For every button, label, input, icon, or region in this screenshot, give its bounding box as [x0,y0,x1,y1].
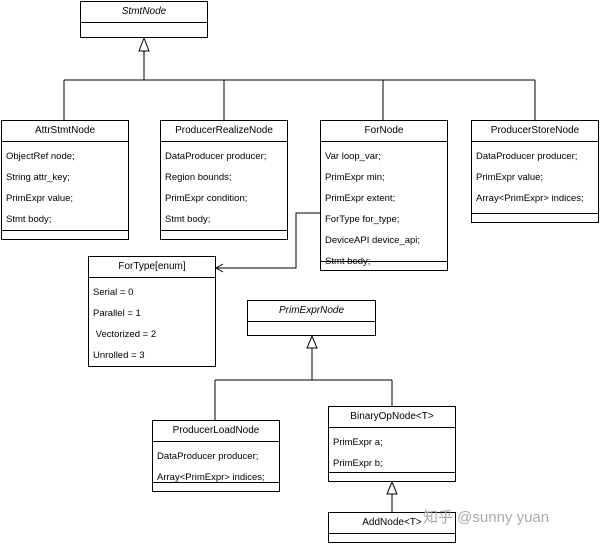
class-attribute: DataProducer producer; [165,151,267,162]
class-prim-expr-node: PrimExprNode [247,300,376,336]
class-attr-stmt-node: AttrStmtNode ObjectRef node; String attr… [1,120,129,240]
class-attribute: Region bounds; [165,172,232,183]
class-attribute: DataProducer producer; [476,151,578,162]
class-attribute: PrimExpr value; [6,193,74,204]
class-title: ProducerLoadNode [153,421,279,442]
class-attribute: PrimExpr a; [333,437,383,448]
class-title: StmtNode [81,2,207,23]
inheritance-arrowhead-prim [306,334,318,349]
class-stmt-node: StmtNode [80,1,208,38]
class-title: ProducerRealizeNode [161,121,287,142]
class-title: BinaryOpNode<T> [329,407,455,428]
class-producer-store-node: ProducerStoreNode DataProducer producer;… [471,120,599,223]
methods-separator [153,482,279,483]
class-attribute: PrimExpr min; [325,172,385,183]
inheritance-arrowhead-stmt [138,36,150,52]
association-for-type [216,212,320,269]
class-attribute: DataProducer producer; [157,451,259,462]
class-attribute: Stmt body; [165,214,211,225]
methods-separator [329,472,455,473]
class-add-node: AddNode<T> [328,512,456,543]
class-attribute: ForType for_type; [325,214,400,225]
enum-value: Parallel = 1 [93,308,141,319]
class-producer-load-node: ProducerLoadNode DataProducer producer; … [152,420,280,492]
class-attribute: DeviceAPI device_api; [325,235,421,246]
class-attribute: Stmt body; [6,214,52,225]
class-title: ForType[enum] [89,257,215,278]
inheritance-arrowhead-binary [386,480,398,495]
methods-separator [472,213,598,214]
enum-value: Vectorized = 2 [93,329,157,340]
class-attribute: String attr_key; [6,172,70,183]
class-title: ForNode [321,121,447,142]
class-attribute: Array<PrimExpr> indices; [476,193,584,204]
class-title: ProducerStoreNode [472,121,598,142]
class-title: PrimExprNode [248,301,375,322]
methods-separator [161,230,287,231]
enum-value: Serial = 0 [93,287,134,298]
class-producer-realize-node: ProducerRealizeNode DataProducer produce… [160,120,288,240]
class-attribute: PrimExpr value; [476,172,544,183]
class-for-type-enum: ForType[enum] Serial = 0 Parallel = 1 Ve… [88,256,216,367]
class-attribute: PrimExpr b; [333,458,383,469]
class-title: AttrStmtNode [2,121,128,142]
association-arrowhead [214,263,224,273]
class-attribute: ObjectRef node; [6,151,75,162]
class-title: AddNode<T> [329,513,455,534]
class-binary-op-node: BinaryOpNode<T> PrimExpr a; PrimExpr b; [328,406,456,482]
class-attribute: PrimExpr condition; [165,193,248,204]
methods-separator [2,230,128,231]
class-attribute: PrimExpr extent; [325,193,396,204]
methods-separator [321,261,447,262]
class-attribute: Array<PrimExpr> indices; [157,472,265,483]
class-for-node: ForNode Var loop_var; PrimExpr min; Prim… [320,120,448,271]
watermark: 知乎 @sunny yuan [423,509,550,526]
enum-value: Unrolled = 3 [93,350,145,361]
class-attribute: Var loop_var; [325,151,381,162]
